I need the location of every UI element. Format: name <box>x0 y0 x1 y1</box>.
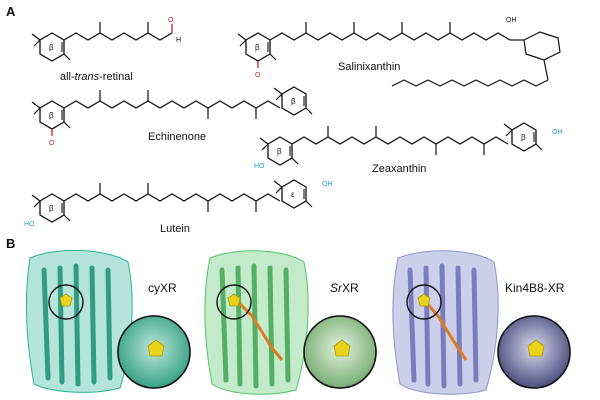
cyxr-ligand <box>59 293 73 307</box>
retinal-chain <box>63 32 173 41</box>
zeaxanthin-name: Zeaxanthin <box>372 163 426 175</box>
kin4b8xr-pocket-circle <box>406 284 442 320</box>
protein-cyxr: cyXR <box>26 249 191 393</box>
molecule-echinenone: O β β Echinenone <box>31 86 313 147</box>
molecule-lutein: HO OH β ε Lutein <box>24 179 333 235</box>
lutein-ho: HO <box>24 221 35 228</box>
lutein-oh: OH <box>322 181 333 188</box>
srxr-ligand <box>227 293 241 307</box>
retinal-name: all-trans-retinal <box>60 71 133 83</box>
salinixanthin-name: Salinixanthin <box>338 61 400 73</box>
zeaxanthin-ring-left: β <box>277 147 282 156</box>
panel-label-a: A <box>6 4 16 19</box>
echinenone-ring-left: β <box>49 111 54 120</box>
echinenone-name: Echinenone <box>148 131 206 143</box>
retinal-oxygen: O <box>168 17 174 24</box>
molecule-retinal: O H β all-trans-retinal <box>31 17 181 83</box>
srxr-zoom-ligand <box>333 339 351 357</box>
zeaxanthin-oh: OH <box>552 129 563 136</box>
srxr-carotenoid <box>234 298 284 361</box>
salinixanthin-oh: OH <box>506 17 517 24</box>
kin4b8xr-ligand <box>417 293 431 307</box>
molecule-salinixanthin: O OH β Salinixanthin <box>237 17 561 87</box>
zeaxanthin-chain <box>291 136 509 145</box>
zeaxanthin-ring-right: β <box>521 133 526 142</box>
cyxr-name: cyXR <box>148 281 177 295</box>
salinixanthin-chain <box>269 32 511 41</box>
retinal-hydrogen: H <box>176 37 181 44</box>
lutein-chain <box>63 193 281 202</box>
zeaxanthin-ho: HO <box>254 163 265 170</box>
lutein-ring-left: β <box>49 204 54 213</box>
protein-kin4b8xr: Kin4B8-XR <box>392 250 571 395</box>
echinenone-chain <box>63 100 281 109</box>
srxr-pocket-circle <box>216 284 252 320</box>
protein-srxr: SrXR <box>204 250 377 395</box>
cyxr-zoom-ligand <box>147 339 165 357</box>
echinenone-ring-right: β <box>291 97 296 106</box>
echinenone-oxygen: O <box>49 140 55 147</box>
cyxr-pocket-circle <box>48 284 84 320</box>
kin4b8xr-name: Kin4B8-XR <box>505 281 565 295</box>
srxr-name: SrXR <box>330 281 359 295</box>
kin4b8xr-carotenoid <box>422 299 468 361</box>
lutein-ring-right: ε <box>291 190 295 199</box>
salinixanthin-sugar <box>523 31 561 61</box>
salinixanthin-oxygen: O <box>255 72 261 79</box>
lutein-name: Lutein <box>160 223 190 235</box>
panel-label-b: B <box>6 236 15 251</box>
molecule-zeaxanthin: HO OH β β Zeaxanthin <box>254 122 563 175</box>
kin4b8xr-zoom-ligand <box>527 339 545 357</box>
salinixanthin-tail <box>391 79 549 87</box>
salinixanthin-ring-label: β <box>255 43 260 52</box>
retinal-ring-label: β <box>49 43 54 52</box>
